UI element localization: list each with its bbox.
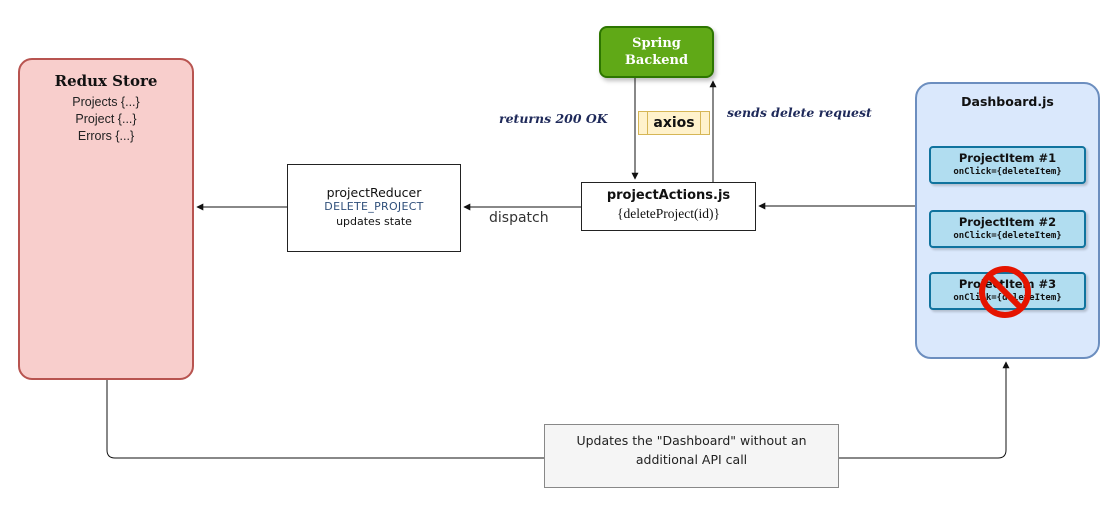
sends-label: sends delete request bbox=[727, 105, 872, 120]
redux-store-title: Redux Store bbox=[54, 72, 158, 90]
project-item-onclick: onClick={deleteItem} bbox=[953, 167, 1062, 177]
reducer-name: projectReducer bbox=[326, 185, 422, 200]
axios-box: axios bbox=[638, 111, 710, 135]
spring-backend-box: Spring Backend bbox=[599, 26, 714, 78]
redux-store-line: Errors {...} bbox=[77, 129, 135, 143]
dashboard-title: Dashboard.js bbox=[961, 94, 1054, 109]
redux-store-box: Redux Store Projects {...} Project {...}… bbox=[18, 58, 194, 380]
project-reducer-box: projectReducer DELETE_PROJECT updates st… bbox=[287, 164, 461, 252]
project-item-2[interactable]: ProjectItem #2 onClick={deleteItem} bbox=[929, 210, 1086, 248]
project-item-name: ProjectItem #2 bbox=[958, 215, 1057, 229]
reducer-action: DELETE_PROJECT bbox=[324, 200, 424, 213]
prohibited-icon bbox=[979, 266, 1031, 318]
dispatch-label: dispatch bbox=[489, 210, 549, 226]
spring-backend-line: Backend bbox=[624, 53, 689, 68]
returns-label: returns 200 OK bbox=[499, 111, 608, 126]
actions-name: projectActions.js bbox=[606, 188, 731, 203]
project-item-onclick: onClick={deleteItem} bbox=[953, 231, 1062, 241]
redux-store-line: Projects {...} bbox=[72, 95, 140, 109]
project-item-name: ProjectItem #1 bbox=[958, 151, 1057, 165]
spring-backend-line: Spring bbox=[632, 36, 681, 51]
project-actions-box: projectActions.js {deleteProject(id)} bbox=[581, 182, 756, 231]
redux-store-line: Project {...} bbox=[75, 112, 137, 126]
actions-function: {deleteProject(id)} bbox=[617, 206, 720, 221]
dashboard-box: Dashboard.js ProjectItem #1 onClick={del… bbox=[915, 82, 1100, 359]
note-box: Updates the "Dashboard" without an addit… bbox=[544, 424, 839, 488]
reducer-updates: updates state bbox=[336, 215, 412, 228]
project-item-1[interactable]: ProjectItem #1 onClick={deleteItem} bbox=[929, 146, 1086, 184]
